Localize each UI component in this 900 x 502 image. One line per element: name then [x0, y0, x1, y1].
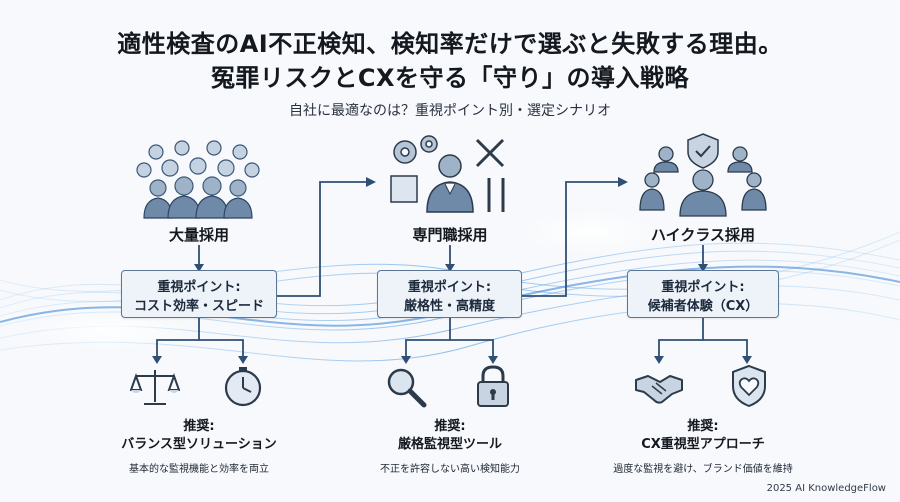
heart-shield-icon — [732, 364, 766, 408]
focus-box-high-class-hiring: 重視ポイント: 候補者体験（CX） — [627, 270, 779, 318]
focus-label: 重視ポイント: — [661, 280, 745, 295]
engineer-tools-icon — [390, 135, 505, 213]
description-high-class-hiring: 過度な監視を避け、ブランド価値を維持 — [613, 464, 793, 475]
focus-value: 候補者体験（CX） — [647, 299, 759, 314]
column-title-high-class-hiring: ハイクラス採用 — [650, 226, 756, 244]
description-specialist-hiring: 不正を許容しない高い検知能力 — [380, 464, 520, 475]
clock-icon — [224, 367, 262, 407]
magnifier-icon — [387, 368, 427, 408]
recommendation-high-class-hiring: 推奨: CX重視型アプローチ — [583, 418, 823, 454]
focus-value: 厳格性・高精度 — [403, 299, 495, 314]
title-line-2: 冤罪リスクとCXを守る「守り」の導入戦略 — [210, 64, 690, 92]
column-title-mass-hiring: 大量採用 — [168, 226, 229, 244]
rec-value: 厳格監視型ツール — [397, 437, 502, 452]
focus-value: コスト効率・スピード — [133, 299, 264, 314]
rec-label: 推奨: — [434, 419, 466, 434]
recommendation-specialist-hiring: 推奨: 厳格監視型ツール — [330, 418, 570, 454]
rec-label: 推奨: — [183, 419, 215, 434]
focus-box-specialist-hiring: 重視ポイント: 厳格性・高精度 — [377, 270, 522, 318]
footer-credit: 2025 AI KnowledgeFlow — [766, 483, 886, 494]
padlock-icon — [477, 365, 509, 407]
crowd-icon — [136, 140, 260, 219]
subtitle: 自社に最適なのは？重視ポイント別・選定シナリオ — [289, 103, 611, 119]
title-line-1: 適性検査のAI不正検知、検知率だけで選ぶと失敗する理由。 — [117, 30, 783, 58]
rec-value: CX重視型アプローチ — [641, 437, 765, 452]
rec-label: 推奨: — [687, 419, 719, 434]
scale-icon — [130, 370, 180, 405]
column-title-specialist-hiring: 専門職採用 — [412, 226, 488, 244]
executives-shield-icon — [639, 133, 767, 217]
focus-label: 重視ポイント: — [157, 280, 241, 295]
focus-label: 重視ポイント: — [407, 280, 492, 295]
description-mass-hiring: 基本的な監視機能と効率を両立 — [129, 464, 269, 475]
handshake-icon — [635, 375, 683, 404]
recommendation-mass-hiring: 推奨: バランス型ソリューション — [79, 418, 319, 454]
rec-value: バランス型ソリューション — [121, 437, 277, 452]
focus-box-mass-hiring: 重視ポイント: コスト効率・スピード — [121, 270, 277, 318]
